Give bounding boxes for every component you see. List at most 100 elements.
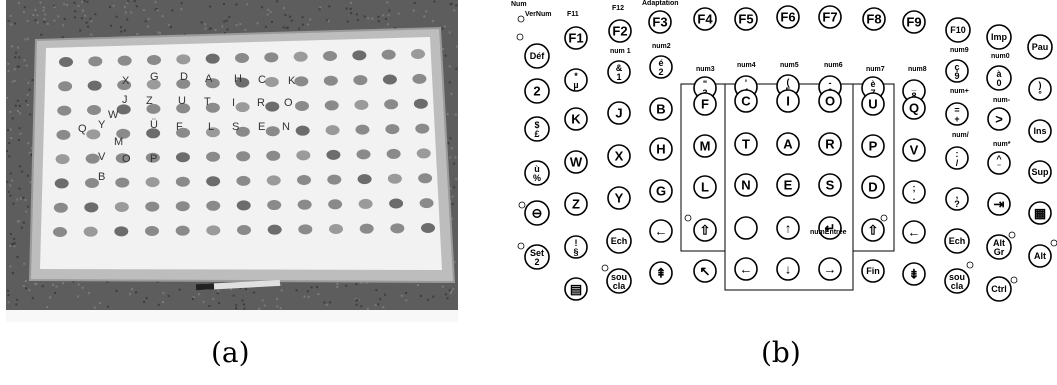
layout-key: à0 [987,66,1011,90]
svg-text:F3: F3 [652,15,667,30]
layout-key: C [735,90,757,112]
svg-text:→: → [824,262,837,277]
svg-text:M: M [700,139,711,154]
photo-key [359,199,373,209]
photo-key [384,99,398,109]
photo-key [206,201,220,211]
svg-text:2: 2 [534,257,539,267]
photo-letter: H [234,73,242,85]
photo-key [387,149,401,159]
photo-key [390,223,404,233]
svg-text:J: J [615,106,622,121]
photo-letter: D [180,71,188,83]
photo-letter: C [258,74,266,86]
photo-key [264,52,278,62]
layout-label: numEntrée [810,229,847,236]
photo-key [326,125,340,135]
layout-key: F1 [565,27,587,49]
photo-key [415,124,429,134]
photo-key [414,99,428,109]
photo-key [298,224,312,234]
photo-letter: T [204,96,211,108]
svg-text:Déf: Déf [530,51,546,61]
layout-key: soucla [945,269,969,293]
layout-key: F7 [819,6,841,28]
photo-key [265,102,279,112]
indicator-ring [519,202,525,208]
svg-text:←: ← [655,224,668,239]
layout-key: Fin [862,260,884,282]
layout-label: VerNum [525,11,551,18]
svg-text:⇧: ⇧ [700,223,711,238]
photo-key [176,201,190,211]
svg-text:%: % [533,173,541,183]
svg-text:Ctrl: Ctrl [991,284,1007,294]
photo-key [87,105,101,115]
svg-text:C: C [741,94,751,109]
photo-key [329,224,343,234]
layout-label: num3 [696,66,715,73]
layout-key: ;. [903,181,925,203]
photo-key [59,57,73,67]
svg-text:E: E [784,178,793,193]
svg-text:Sup: Sup [1032,167,1050,177]
layout-key: ← [650,220,672,242]
photo-letter: Ü [150,119,158,131]
svg-text:F6: F6 [780,10,795,25]
svg-text:⇥: ⇥ [994,197,1005,212]
caption-a: (a) [211,336,250,369]
svg-text:0: 0 [996,78,1001,88]
layout-key: Sup [1029,161,1051,183]
svg-text:I: I [786,94,790,109]
photo-key [176,177,190,187]
photo-key [383,74,397,84]
svg-text:↓: ↓ [785,262,792,277]
layout-key: ← [735,258,757,280]
layout-key: G [650,180,672,202]
photo-key [358,174,372,184]
layout-key: F2 [609,20,631,42]
svg-text:G: G [656,184,666,199]
photo-key [323,51,337,61]
svg-text:1: 1 [616,72,621,82]
photo-letter: N [282,121,290,133]
photo-letter: W [108,109,119,121]
svg-text:L: L [701,180,709,195]
layout-key: ^¨ [988,152,1010,174]
svg-text:U: U [868,97,877,112]
photo-key [85,178,99,188]
layout-key: L [694,176,716,198]
photo-key [236,151,250,161]
layout-key: I [777,90,799,112]
photo-letter: O [284,97,293,109]
layout-label: num 1 [610,48,631,55]
svg-text:.: . [913,192,916,202]
photo-key [297,175,311,185]
photo-letter: E [258,121,265,133]
svg-text:F8: F8 [866,12,881,27]
photo-letter: V [98,151,106,163]
layout-key: Pau [1028,35,1052,59]
layout-key: ↓ [777,258,799,280]
layout-key: ← [903,221,925,243]
svg-text:▦: ▦ [1034,206,1046,221]
photo-key [325,100,339,110]
layout-label: num+ [950,88,969,95]
svg-text:T: T [742,137,750,152]
layout-key: Ins [1029,120,1051,142]
svg-text:Ech: Ech [949,236,966,246]
svg-text:F1: F1 [568,31,583,46]
layout-key: P [862,135,884,157]
layout-key: A [777,133,799,155]
photo-key [88,81,102,91]
photo-key [84,202,98,212]
svg-text:?: ? [954,199,960,209]
layout-key: Z [565,193,587,215]
photo-key [385,124,399,134]
photo-key [411,49,425,59]
photo-letter: F [176,121,183,133]
photo-key [237,200,251,210]
indicator-ring [967,262,973,268]
indicator-ring [1051,240,1057,246]
